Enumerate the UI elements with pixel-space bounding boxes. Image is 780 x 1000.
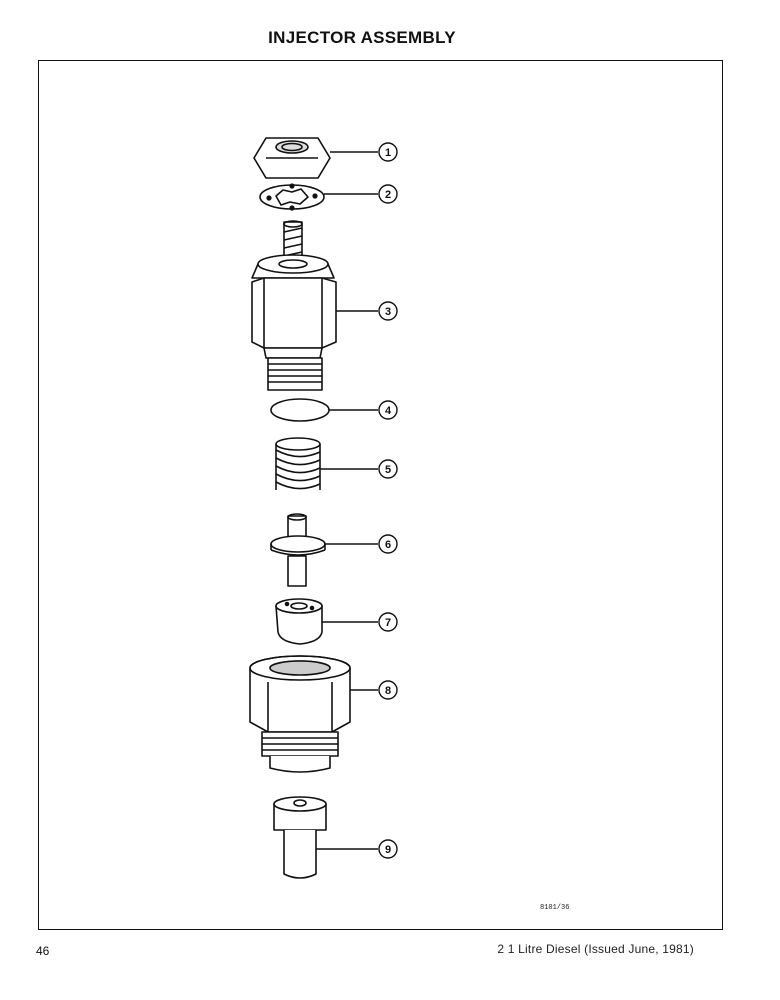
part-7-holder [275, 598, 378, 645]
figure-frame [38, 60, 723, 930]
part-6-spindle [270, 513, 378, 587]
part-3-injector-body [251, 220, 378, 391]
svg-text:5: 5 [385, 464, 391, 476]
svg-text:2: 2 [385, 189, 391, 201]
svg-text:3: 3 [385, 306, 391, 318]
part-1-hex-nut [253, 137, 378, 179]
page-title: INJECTOR ASSEMBLY [268, 28, 456, 47]
callout-5: 5 [378, 459, 398, 479]
svg-text:6: 6 [385, 539, 391, 551]
part-8-cap-nut [249, 655, 378, 773]
svg-text:7: 7 [385, 617, 391, 629]
svg-text:8: 8 [385, 685, 391, 697]
figure-reference-code: 8101/36 [540, 904, 570, 912]
footer-title: 2 1 Litre Diesel (Issued June, 1981) [497, 942, 694, 956]
svg-text:4: 4 [385, 405, 392, 417]
callout-6: 6 [378, 534, 398, 554]
callout-2: 2 [378, 184, 398, 204]
callout-8: 8 [378, 680, 398, 700]
callout-3: 3 [378, 301, 398, 321]
callout-1: 1 [378, 142, 398, 162]
part-5-spring [275, 437, 378, 490]
svg-text:1: 1 [385, 147, 391, 159]
part-9-nozzle [273, 796, 378, 879]
page-number: 46 [36, 944, 50, 958]
svg-text:9: 9 [385, 844, 391, 856]
part-2-tab-washer [259, 183, 378, 211]
callout-7: 7 [378, 612, 398, 632]
part-4-disc [270, 398, 378, 422]
callout-9: 9 [378, 839, 398, 859]
callout-4: 4 [378, 400, 398, 420]
